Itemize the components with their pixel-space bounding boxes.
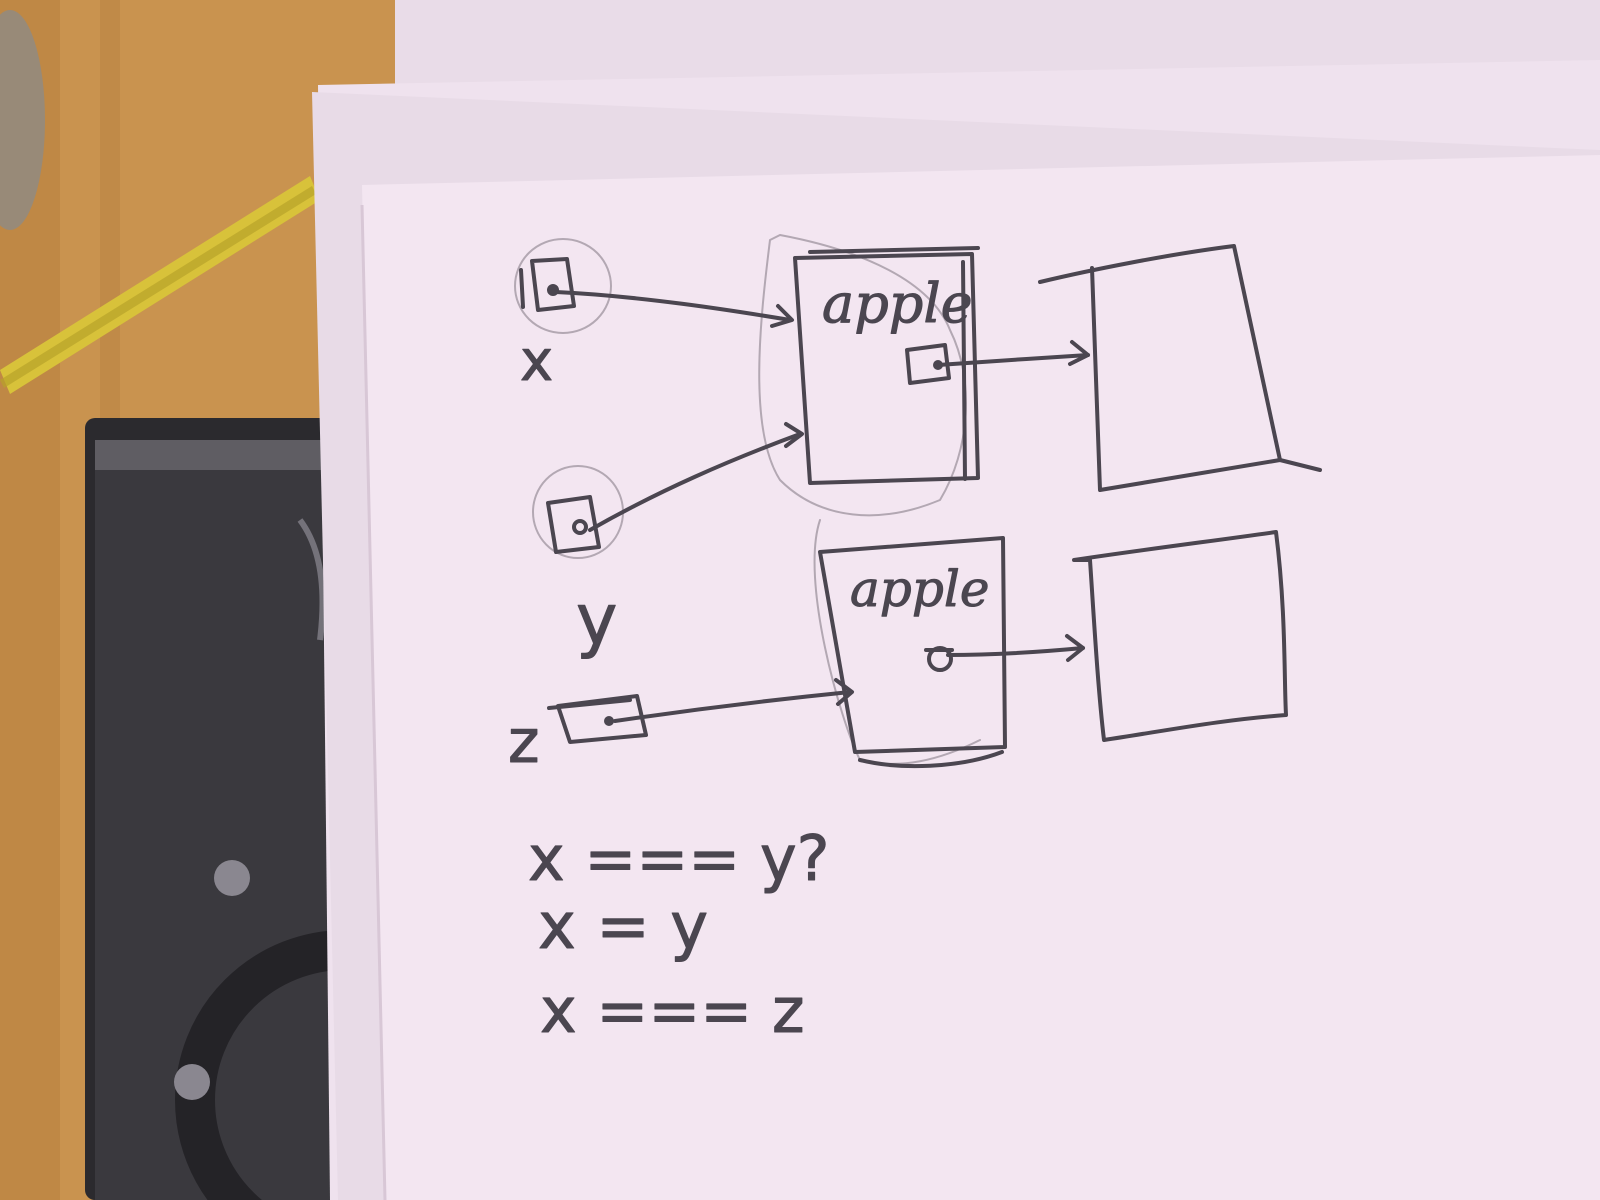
top-sheet xyxy=(362,155,1600,1200)
variable-y xyxy=(546,495,601,554)
variable-z xyxy=(547,694,648,744)
apple-object-top xyxy=(793,246,1090,485)
pencil-icon xyxy=(0,176,320,394)
equation-2: x = y xyxy=(538,890,708,964)
paper-stack xyxy=(312,0,1600,1200)
pointer-arrows xyxy=(554,290,854,723)
apple-label-top: apple xyxy=(822,272,973,335)
mug-edge xyxy=(0,10,45,230)
sheet-edge xyxy=(360,204,387,1200)
variable-y-label: y xyxy=(576,579,617,661)
target-object-top xyxy=(1038,244,1282,492)
variable-z-label: z xyxy=(508,707,540,777)
sketch: x y z xyxy=(508,234,1322,1048)
target-object-top-tail xyxy=(1278,458,1322,472)
apple-label-bottom: apple xyxy=(850,560,989,618)
variable-x-label: x xyxy=(520,329,553,394)
equation-1: x === y? xyxy=(528,822,830,895)
apple-object-bottom xyxy=(818,536,1085,769)
target-object-bottom xyxy=(1072,530,1288,742)
binder-icon xyxy=(85,418,515,1200)
equation-3: x === z xyxy=(540,974,805,1047)
variable-x xyxy=(519,257,576,312)
